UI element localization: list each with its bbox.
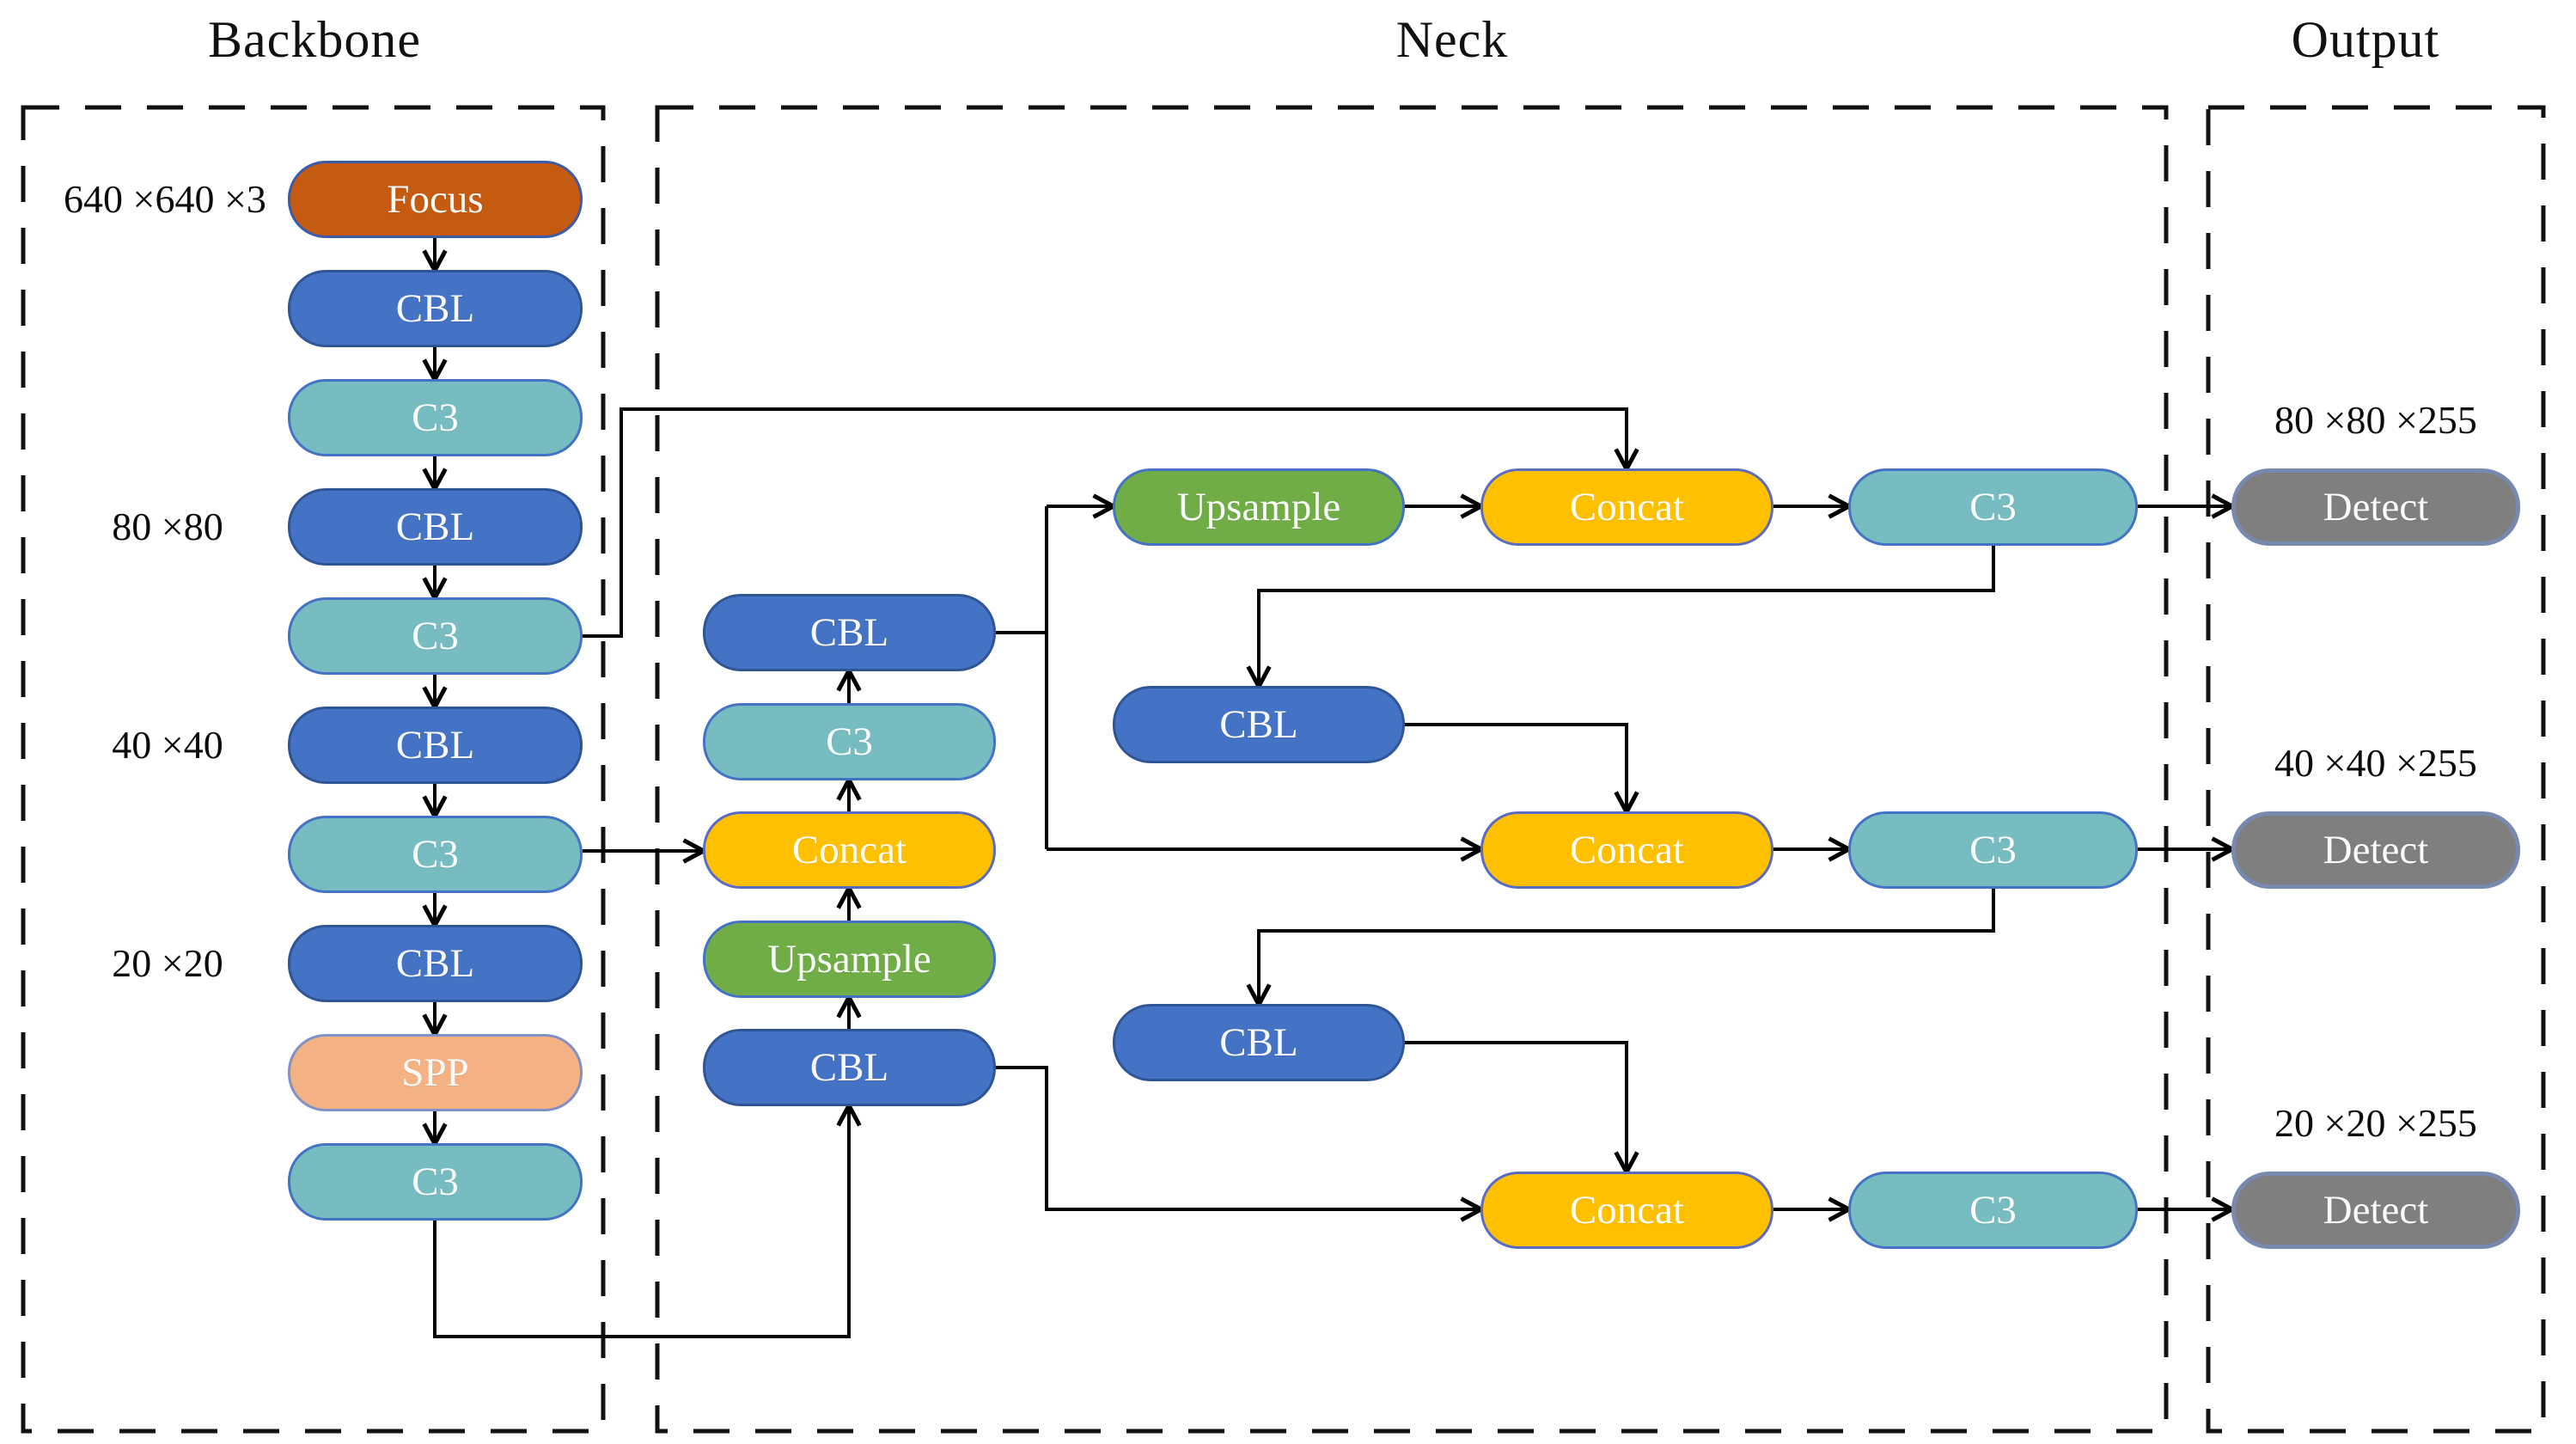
node-c3-row3: C3 [1848,1172,2138,1249]
node-concat-row2: Concat [1480,811,1773,889]
edge-cbl-b-to-concat3 [1405,1041,1627,1172]
backbone-section-title: Backbone [208,11,421,68]
node-neck-upsample-mid: Upsample [703,921,996,998]
node-neck-c3-mid: C3 [703,703,996,780]
node-backbone-cbl-1: CBL [288,270,583,347]
output-size-label-40: 40 ×40 ×255 [2274,741,2477,785]
node-c3-row2: C3 [1848,811,2138,889]
node-upsample-row1: Upsample [1113,468,1405,546]
node-concat-row1: Concat [1480,468,1773,546]
node-spp: SPP [288,1034,583,1111]
scale-label-40: 40 ×40 [112,723,223,767]
node-backbone-c3-1: C3 [288,379,583,456]
scale-label-20: 20 ×20 [112,941,223,985]
node-neck-cbl-top: CBL [703,594,996,671]
edge-backbone-c3-20-to-cbl-bot [433,1106,849,1338]
backbone-region-border [21,105,606,1434]
scale-label-80: 80 ×80 [112,505,223,548]
node-detect-80: Detect [2231,468,2520,546]
node-focus: Focus [288,161,583,238]
edge-backbone-c3-80-to-concat1 [583,407,1627,638]
node-cbl-row2: CBL [1113,686,1405,763]
neck-region-border [655,105,2169,1434]
node-neck-concat-mid: Concat [703,811,996,889]
node-backbone-cbl-2: CBL [288,488,583,566]
node-backbone-cbl-4: CBL [288,925,583,1002]
node-c3-row1: C3 [1848,468,2138,546]
edge-c3r1-to-cbl-a [1259,546,1995,686]
node-backbone-cbl-3: CBL [288,707,583,784]
node-cbl-row3: CBL [1113,1004,1405,1081]
output-region-border [2206,105,2546,1434]
node-backbone-c3-2: C3 [288,597,583,675]
edge-cbl-bot-to-concat3 [996,1066,1480,1209]
node-detect-20: Detect [2231,1172,2520,1249]
node-backbone-c3-4: C3 [288,1143,583,1221]
node-concat-row3: Concat [1480,1172,1773,1249]
node-neck-cbl-bottom: CBL [703,1029,996,1106]
output-size-label-80: 80 ×80 ×255 [2274,398,2477,442]
node-backbone-c3-3: C3 [288,816,583,893]
neck-section-title: Neck [1395,11,1509,68]
edge-c3r2-to-cbl-b [1259,889,1995,1004]
output-section-title: Output [2291,11,2440,68]
output-size-label-20: 20 ×20 ×255 [2274,1101,2477,1145]
node-detect-40: Detect [2231,811,2520,889]
input-size-label: 640 ×640 ×3 [64,177,266,221]
edge-cbl-a-to-concat2 [1405,723,1627,811]
